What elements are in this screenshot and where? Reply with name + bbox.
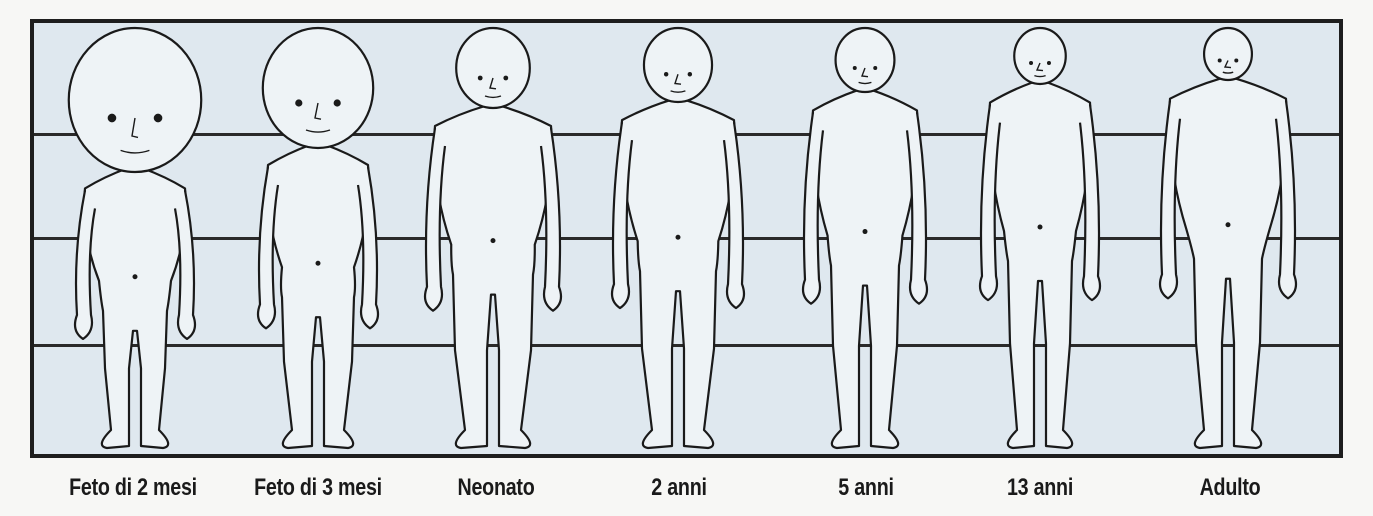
eye [853,66,857,70]
eye [1218,59,1222,63]
label-feto-2-mesi: Feto di 2 mesi [69,474,197,502]
head-outline [644,28,712,102]
navel [316,261,321,266]
figure-13-anni [980,28,1100,448]
head-outline [263,28,373,148]
head-outline [836,28,895,92]
eye [154,114,163,123]
arm-outline [612,122,632,308]
eye [503,76,508,81]
arm-outline [541,128,561,311]
body-outline [434,106,551,448]
label-neonato: Neonato [457,474,534,502]
head-outline [456,28,530,108]
body-outline [989,83,1090,448]
figure-2-anni [612,28,744,448]
arm-outline [1276,101,1296,299]
figure-5-anni [803,28,927,448]
eye [688,72,692,76]
eye [295,99,302,106]
label-feto-3-mesi: Feto di 3 mesi [254,474,382,502]
head-outline [69,28,201,172]
body-outline [621,100,734,448]
arm-outline [425,128,445,311]
arm-outline [724,122,744,308]
label-5-anni: 5 anni [838,474,893,502]
head-outline [1014,28,1066,84]
navel [491,238,496,243]
label-adulto: Adulto [1200,474,1261,502]
body-outline [1169,79,1286,448]
eye [108,114,117,123]
eye [664,72,668,76]
eye [1047,61,1051,65]
figure-feto-2-mesi [69,28,201,448]
arm-outline [75,190,95,339]
navel [133,274,138,279]
arm-outline [175,190,195,339]
head-outline [1204,28,1252,80]
label-13-anni: 13 anni [1007,474,1073,502]
figure-adulto [1160,28,1296,448]
arm-outline [1160,101,1180,299]
body-outline [267,145,368,448]
navel [1226,222,1231,227]
eye [334,99,341,106]
navel [676,235,681,240]
figure-feto-3-mesi [258,28,378,448]
eye [873,66,877,70]
label-2-anni: 2 anni [651,474,706,502]
figure-neonato [425,28,561,448]
navel [863,229,868,234]
navel [1038,225,1043,230]
body-outline [84,168,185,448]
eye [1029,61,1033,65]
body-outline [812,90,917,448]
eye [478,76,483,81]
eye [1234,59,1238,63]
